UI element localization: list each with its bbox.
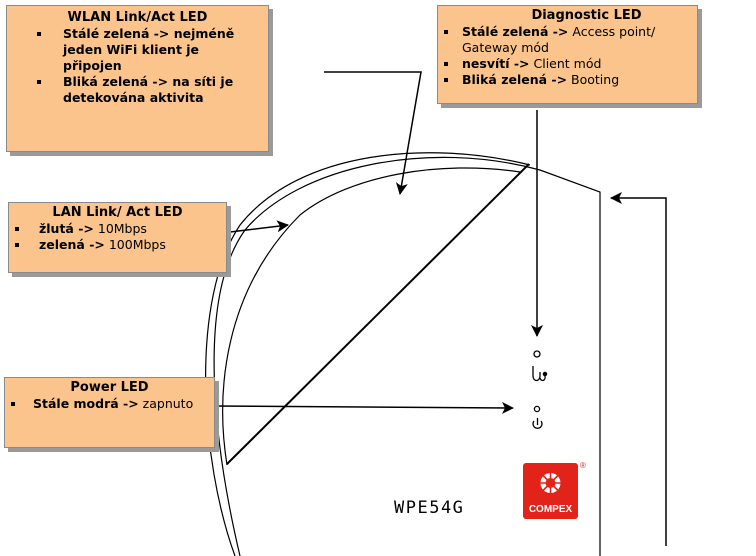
- lan-item-1: žlutá -> 10Mbps: [13, 221, 222, 237]
- power-icon: [532, 405, 543, 429]
- power-item-1: Stále modrá -> zapnuto: [9, 396, 210, 412]
- wlan-arrow: [324, 71, 422, 195]
- lan-led-callout: LAN Link/ Act LED žlutá -> 10Mbps zelená…: [8, 202, 227, 273]
- diagnostic-led-icon: [532, 350, 548, 382]
- power-title: Power LED: [70, 380, 149, 395]
- diag-item-2: nesvítí -> Client mód: [442, 56, 693, 72]
- model-label: WPE54G: [394, 498, 464, 518]
- diag-item-1: Stálé zelená -> Access point/ Gateway mó…: [442, 24, 693, 56]
- diag-item-3: Bliká zelená -> Booting: [442, 72, 693, 88]
- diagnostic-led-callout: Diagnostic LED Stálé zelená -> Access po…: [437, 5, 698, 104]
- compex-logo: COMPEX ®: [523, 461, 586, 519]
- power-arrow: [214, 401, 514, 414]
- registered-mark: ®: [580, 461, 586, 470]
- power-led-callout: Power LED Stále modrá -> zapnuto: [4, 377, 215, 448]
- lan-arrow: [229, 220, 289, 233]
- lan-title: LAN Link/ Act LED: [52, 205, 183, 220]
- wlan-title: WLAN Link/Act LED: [67, 10, 208, 25]
- wlan-led-callout: WLAN Link/Act LED Stálé zelená -> nejmén…: [6, 5, 269, 152]
- lan-item-2: zelená -> 100Mbps: [13, 237, 222, 253]
- compex-logo-text: COMPEX: [529, 504, 573, 515]
- diag-title: Diagnostic LED: [531, 8, 642, 23]
- arrows: [214, 71, 667, 546]
- wlan-item-1: Stálé zelená -> nejméně jeden WiFi klien…: [17, 26, 258, 74]
- reset-arrow: [610, 192, 667, 546]
- wlan-item-2: Bliká zelená -> na síti je detekována ak…: [17, 74, 258, 106]
